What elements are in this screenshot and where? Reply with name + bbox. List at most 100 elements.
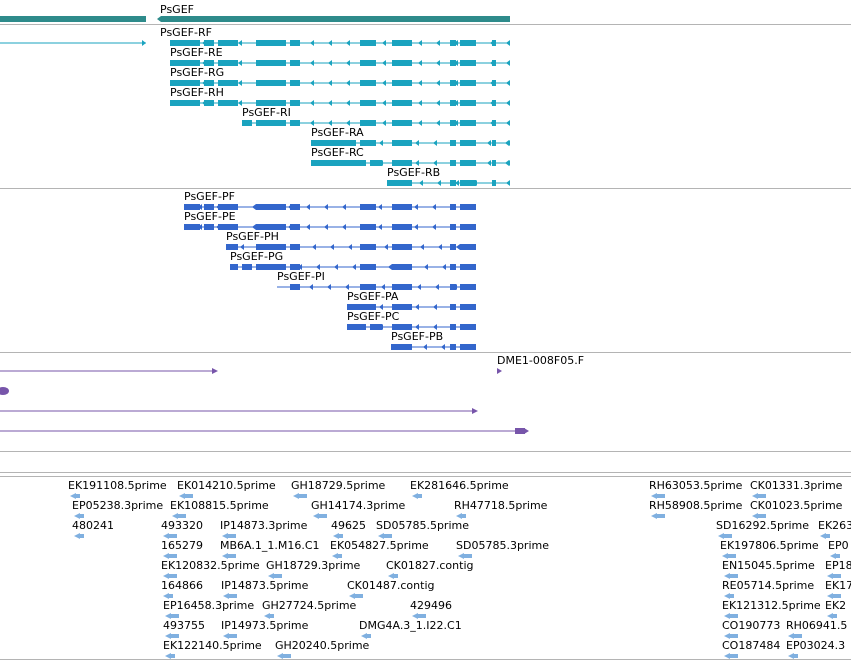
est-feature[interactable]: GH18729.3prime — [266, 559, 361, 579]
est-label[interactable]: 49625 — [331, 519, 366, 532]
est-feature[interactable]: 493755 — [163, 619, 205, 639]
est-label[interactable]: 165279 — [161, 539, 203, 552]
est-label[interactable]: EP0 — [828, 539, 849, 552]
transcript-label[interactable]: PsGEF-PI — [277, 270, 325, 283]
est-feature[interactable]: CK01487.contig — [347, 579, 434, 599]
est-feature[interactable]: CO187484 — [722, 639, 780, 659]
est-feature[interactable]: EK2 — [825, 599, 846, 619]
est-label[interactable]: EK17 — [825, 579, 851, 592]
transcript-row[interactable]: PsGEF-PG — [230, 250, 476, 270]
cdna-feature-block[interactable] — [515, 428, 525, 434]
est-feature[interactable]: SD05785.5prime — [376, 519, 469, 539]
est-feature[interactable]: EP18 — [825, 559, 851, 579]
est-feature[interactable]: IP14873.5prime — [221, 579, 309, 599]
transcript-row[interactable]: PsGEF-RG — [170, 66, 510, 86]
est-label[interactable]: 493320 — [161, 519, 203, 532]
est-label[interactable]: SD16292.5prime — [716, 519, 809, 532]
transcript-label[interactable]: PsGEF-RC — [311, 146, 364, 159]
est-feature[interactable]: EK17 — [825, 579, 851, 599]
est-feature[interactable]: 49625 — [331, 519, 366, 539]
est-label[interactable]: 480241 — [72, 519, 114, 532]
transcript-row[interactable]: PsGEF-RE — [170, 46, 510, 66]
transcript-label[interactable]: PsGEF-RF — [160, 26, 212, 39]
est-label[interactable]: EP05238.3prime — [72, 499, 163, 512]
est-label[interactable]: EK108815.5prime — [170, 499, 269, 512]
est-label[interactable]: CK01331.3prime — [750, 479, 843, 492]
est-feature[interactable]: EK281646.5prime — [410, 479, 509, 499]
est-label[interactable]: EK263 — [818, 519, 851, 532]
transcript-row[interactable]: PsGEF-RA — [311, 126, 510, 146]
est-feature[interactable]: IP14973.5prime — [221, 619, 309, 639]
est-label[interactable]: EK121312.5prime — [722, 599, 821, 612]
est-label[interactable]: RE05714.5prime — [722, 579, 814, 592]
transcript-label[interactable]: PsGEF-RH — [170, 86, 224, 99]
est-feature[interactable]: RH63053.5prime — [649, 479, 743, 499]
est-label[interactable]: CO190773 — [722, 619, 780, 632]
transcript-row[interactable]: PsGEF-PC — [347, 310, 476, 330]
transcript-label[interactable]: PsGEF-PB — [391, 330, 443, 343]
transcript-label[interactable]: PsGEF-RE — [170, 46, 223, 59]
transcript-label[interactable]: PsGEF-RI — [242, 106, 291, 119]
est-label[interactable]: CK01487.contig — [347, 579, 434, 592]
transcript-row[interactable]: PsGEF-PI — [277, 270, 476, 290]
est-feature[interactable]: EK054827.5prime — [330, 539, 429, 559]
transcript-row[interactable]: PsGEF-PE — [184, 210, 476, 230]
est-label[interactable]: GH14174.3prime — [311, 499, 406, 512]
est-label[interactable]: EK120832.5prime — [161, 559, 260, 572]
transcript-label[interactable]: PsGEF-RG — [170, 66, 224, 79]
est-feature[interactable]: EP0 — [828, 539, 849, 559]
est-label[interactable]: RH47718.5prime — [454, 499, 548, 512]
est-label[interactable]: GH20240.5prime — [275, 639, 370, 652]
est-feature[interactable]: EP16458.3prime — [163, 599, 254, 619]
transcript-label[interactable]: PsGEF-PE — [184, 210, 236, 223]
transcript-label[interactable]: PsGEF-PC — [347, 310, 400, 323]
est-label[interactable]: EP16458.3prime — [163, 599, 254, 612]
est-label[interactable]: CK01827.contig — [386, 559, 473, 572]
cdna-feature-dot[interactable] — [0, 387, 9, 395]
est-label[interactable]: EP18 — [825, 559, 851, 572]
gene-feature-bar-left[interactable] — [0, 16, 146, 22]
est-feature[interactable]: SD16292.5prime — [716, 519, 809, 539]
est-feature[interactable]: DMG4A.3_1.I22.C1 — [359, 619, 462, 639]
transcript-row[interactable]: PsGEF-RC — [311, 146, 510, 166]
est-label[interactable]: 164866 — [161, 579, 203, 592]
est-feature[interactable]: EK121312.5prime — [722, 599, 821, 619]
transcript-row[interactable]: PsGEF-PB — [391, 330, 476, 350]
est-label[interactable]: EK054827.5prime — [330, 539, 429, 552]
est-feature[interactable]: IP14873.3prime — [220, 519, 308, 539]
est-feature[interactable]: RH06941.5 — [786, 619, 847, 639]
est-feature[interactable]: EK108815.5prime — [170, 499, 269, 519]
est-feature[interactable]: EK120832.5prime — [161, 559, 260, 579]
est-feature[interactable]: EK197806.5prime — [720, 539, 819, 559]
transcript-row[interactable]: PsGEF-PA — [347, 290, 476, 310]
est-label[interactable]: RH06941.5 — [786, 619, 847, 632]
est-feature[interactable]: RE05714.5prime — [722, 579, 814, 599]
est-feature[interactable]: 480241 — [72, 519, 114, 539]
gene-label[interactable]: PsGEF — [160, 3, 194, 16]
est-feature[interactable]: EK263 — [818, 519, 851, 539]
est-label[interactable]: IP14973.5prime — [221, 619, 309, 632]
est-feature[interactable]: CK01331.3prime — [750, 479, 843, 499]
est-feature[interactable]: 429496 — [410, 599, 452, 619]
est-feature[interactable]: GH20240.5prime — [275, 639, 370, 659]
est-label[interactable]: EK014210.5prime — [177, 479, 276, 492]
est-label[interactable]: EK191108.5prime — [68, 479, 167, 492]
est-feature[interactable]: EK014210.5prime — [177, 479, 276, 499]
transcript-label[interactable]: PsGEF-PF — [184, 190, 235, 203]
transcript-row[interactable]: PsGEF-RH — [170, 86, 510, 106]
est-feature[interactable]: CK01827.contig — [386, 559, 473, 579]
transcript-row[interactable]: PsGEF-PF — [184, 190, 476, 210]
est-label[interactable]: EN15045.5prime — [722, 559, 815, 572]
est-feature[interactable]: MB6A.1_1.M16.C1 — [220, 539, 320, 559]
est-label[interactable]: MB6A.1_1.M16.C1 — [220, 539, 320, 552]
transcript-row[interactable]: PsGEF-RF — [160, 26, 510, 46]
est-feature[interactable]: GH18729.5prime — [291, 479, 386, 499]
est-label[interactable]: EK281646.5prime — [410, 479, 509, 492]
est-feature[interactable]: EK122140.5prime — [163, 639, 262, 659]
transcript-label[interactable]: PsGEF-PH — [226, 230, 279, 243]
est-label[interactable]: GH27724.5prime — [262, 599, 357, 612]
est-feature[interactable]: CO190773 — [722, 619, 780, 639]
est-label[interactable]: GH18729.3prime — [266, 559, 361, 572]
transcript-row[interactable]: PsGEF-RI — [242, 106, 510, 126]
